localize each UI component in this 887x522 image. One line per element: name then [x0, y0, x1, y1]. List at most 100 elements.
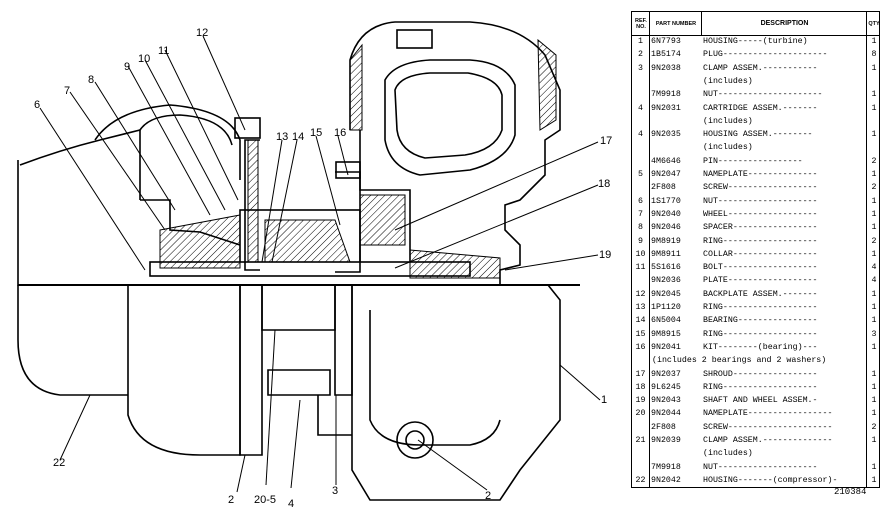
- table-row: 9N2036 PLATE------------------ 4: [632, 275, 879, 287]
- cell-part: 9N2037: [651, 369, 681, 379]
- cell-desc: (includes): [703, 76, 753, 86]
- cell-part: 9N2045: [651, 289, 681, 299]
- table-row: 2F808 SCREW------------------ 2: [632, 182, 879, 194]
- cell-qty: 1: [871, 90, 877, 100]
- callout-14: 14: [292, 131, 304, 143]
- cell-desc: HOUSING-------(compressor)-: [703, 475, 838, 485]
- cell-ref: 6: [638, 196, 643, 206]
- cell-part: 9M8915: [651, 329, 681, 339]
- cell-desc: RING-------------------: [703, 329, 818, 339]
- cell-desc: (includes 2 bearings and 2 washers): [652, 356, 827, 366]
- cell-ref: 5: [638, 170, 643, 179]
- cell-ref: 4: [638, 130, 643, 140]
- callout-labels: 1 2 2 3 4 6 7 8 9 10 11 12 13 14 15 16 1…: [34, 27, 612, 510]
- table-row: (includes 2 bearings and 2 washers): [632, 355, 879, 367]
- cell-desc: SCREW---------------------: [703, 422, 833, 432]
- cell-desc: (includes): [703, 449, 753, 459]
- cell-ref: 4: [638, 103, 643, 113]
- cell-desc: RING-------------------: [703, 382, 818, 392]
- cell-part: 2F808: [651, 183, 676, 193]
- cell-desc: CLAMP ASSEM.--------------: [703, 436, 833, 445]
- cell-part: 6N5004: [651, 316, 681, 326]
- cell-qty: 1: [871, 223, 877, 233]
- cell-qty: 1: [871, 249, 877, 259]
- table-row: (includes): [632, 76, 879, 88]
- table-row: (includes): [632, 116, 879, 128]
- column-divider: [649, 12, 650, 487]
- callout-10: 10: [138, 53, 150, 65]
- cell-qty: 1: [871, 37, 877, 46]
- cell-desc: (includes): [703, 143, 753, 153]
- cell-desc: SHAFT AND WHEEL ASSEM.-: [703, 396, 818, 406]
- cell-qty: 3: [871, 329, 877, 339]
- cell-qty: 2: [871, 183, 877, 193]
- cell-ref: 22: [635, 475, 646, 485]
- cell-desc: NUT--------------------: [703, 196, 818, 206]
- callout-17: 17: [600, 135, 612, 147]
- table-row: 7M9918 NUT--------------------1: [632, 462, 879, 474]
- leader-lines: [39, 35, 601, 493]
- table-row: 4M6646 PIN-----------------2: [632, 156, 879, 168]
- cell-desc: (includes): [703, 116, 753, 126]
- cell-ref: 3: [638, 63, 643, 73]
- cell-part: 9N2043: [651, 396, 681, 406]
- cell-ref: 12: [635, 289, 646, 299]
- cell-qty: 4: [871, 276, 877, 286]
- header-part-number: PART NUMBER: [655, 21, 697, 27]
- cell-qty: 1: [871, 436, 877, 445]
- cell-desc: NUT--------------------: [703, 462, 818, 472]
- cell-qty: 2: [871, 156, 877, 166]
- cell-ref: 1: [638, 37, 643, 46]
- cell-qty: 1: [871, 316, 877, 326]
- cell-part: 9N2040: [651, 209, 681, 219]
- cell-desc: SCREW------------------: [703, 183, 818, 193]
- callout-6: 6: [34, 99, 40, 111]
- cell-part: 9N2036: [651, 276, 681, 286]
- callout-9: 9: [124, 61, 130, 73]
- callout-16: 16: [334, 127, 346, 139]
- header-ref-no: REF. NO.: [635, 18, 647, 30]
- cell-desc: NUT---------------------: [703, 90, 823, 100]
- callout-2: 2: [485, 490, 491, 502]
- cell-part: 9N2047: [651, 170, 681, 179]
- cell-desc: CARTRIDGE ASSEM.-------: [703, 103, 818, 113]
- table-row: 7M9918 NUT---------------------1: [632, 89, 879, 101]
- cell-part: 9N2046: [651, 223, 681, 233]
- cell-desc: RING-------------------: [703, 303, 818, 312]
- cell-qty: 1: [871, 209, 877, 219]
- cell-part: 9N2038: [651, 63, 681, 73]
- cell-desc: PLATE------------------: [703, 276, 818, 286]
- cell-qty: 1: [871, 196, 877, 206]
- cell-desc: NAMEPLATE--------------: [703, 170, 818, 179]
- callout-3: 3: [332, 485, 338, 497]
- cell-ref: 7: [638, 209, 643, 219]
- turbocharger-cross-section: 1 2 2 3 4 6 7 8 9 10 11 12 13 14 15 16 1…: [17, 21, 612, 510]
- cell-part: 9N2035: [651, 130, 681, 140]
- cell-desc: SPACER-----------------: [703, 223, 818, 233]
- header-description: DESCRIPTION: [760, 20, 809, 27]
- cell-ref: 11: [635, 263, 646, 273]
- column-divider: [701, 12, 702, 36]
- cell-qty: 1: [871, 462, 877, 472]
- cell-ref: 15: [635, 329, 646, 339]
- cell-part: 1S1770: [651, 196, 681, 206]
- cell-desc: NAMEPLATE-----------------: [703, 409, 833, 419]
- cell-qty: 1: [871, 382, 877, 392]
- cell-part: 9N2044: [651, 409, 681, 419]
- cell-qty: 1: [871, 63, 877, 73]
